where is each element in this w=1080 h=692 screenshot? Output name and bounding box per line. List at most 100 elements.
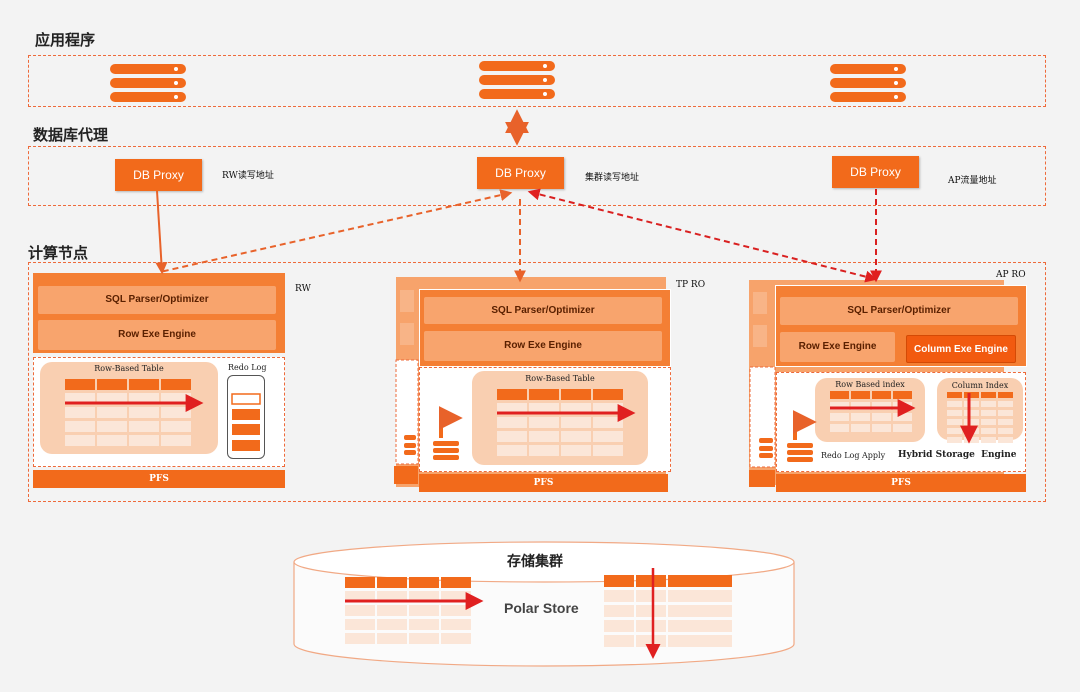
ap-row-index-cell	[830, 413, 849, 421]
rw-table-cell	[129, 379, 159, 390]
ap-row-index-cell	[830, 402, 849, 410]
ap-column-index-cell	[964, 419, 979, 425]
tp-table-cell	[529, 403, 559, 414]
db-proxy-label: DB Proxy	[850, 165, 901, 179]
store-column-table-cell	[636, 590, 666, 602]
store-row-table-cell	[377, 619, 407, 630]
tp-table-cell	[561, 389, 591, 400]
rw-table-cell	[129, 393, 159, 404]
ap-column-index-cell	[981, 419, 996, 425]
rw-parser: SQL Parser/Optimizer	[38, 286, 276, 314]
rw-engine: Row Exe Engine	[38, 320, 276, 350]
ap-row-index-cell	[893, 391, 912, 399]
store-row-table-cell	[441, 605, 471, 616]
db-proxy-label: DB Proxy	[495, 166, 546, 180]
node-depth-pfs	[749, 470, 775, 487]
rw-table-cell	[129, 435, 159, 446]
proxy-note-rw: RW读写地址	[222, 171, 274, 181]
redo-apply-arrow	[438, 406, 463, 438]
store-column-table-cell	[636, 635, 666, 647]
tp-table-cell	[497, 417, 527, 428]
tp-engine: Row Exe Engine	[424, 331, 662, 361]
redo-entry	[232, 440, 260, 451]
node-tag-rw: RW	[295, 284, 311, 294]
tp-table-cell	[561, 431, 591, 442]
cluster-proxy-arrow	[527, 188, 878, 283]
db-proxy-ap: DB Proxy	[832, 156, 919, 188]
rw-table-cell	[97, 421, 127, 432]
db-proxy-cluster: DB Proxy	[477, 157, 564, 189]
compute-section-title: 计算节点	[28, 244, 89, 262]
store-row-table-cell	[377, 605, 407, 616]
rw-pfs: PFS	[33, 470, 285, 488]
node-depth-stack	[404, 435, 416, 440]
proxy-section-title: 数据库代理	[33, 126, 109, 144]
tp-table-cell	[561, 403, 591, 414]
ap-column-index-cell	[947, 419, 962, 425]
tp-table-cell	[497, 445, 527, 456]
store-row-table-cell	[345, 577, 375, 588]
node-depth-panel	[749, 366, 776, 468]
ap-column-index-cell	[998, 437, 1013, 443]
ap-pfs: PFS	[776, 474, 1026, 492]
ap-column-index-cell	[981, 410, 996, 416]
store-row-table-cell	[345, 605, 375, 616]
node-depth-stack	[759, 446, 773, 451]
store-row-table-cell	[345, 591, 375, 602]
store-column-table-cell	[604, 635, 634, 647]
rw-table-cell	[129, 421, 159, 432]
node-depth-stack	[759, 438, 773, 443]
tp-table-cell	[529, 389, 559, 400]
node-depth-sliver	[753, 292, 767, 314]
store-column-table-cell	[604, 590, 634, 602]
ap-column-index-cell	[964, 428, 979, 434]
server-icon	[110, 64, 186, 102]
ap-parser: SQL Parser/Optimizer	[780, 297, 1018, 325]
ap-row-index-cell	[872, 402, 891, 410]
tp-table-cell	[529, 431, 559, 442]
store-row-table-cell	[345, 619, 375, 630]
store-row-table-cell	[441, 577, 471, 588]
tp-table-title: Row-Based Table	[525, 374, 595, 383]
ap-row-index-cell	[893, 424, 912, 432]
store-row-table-cell	[345, 633, 375, 644]
store-column-table-cell	[604, 605, 634, 617]
store-row-table-cell	[441, 591, 471, 602]
ap-column-index-cell	[981, 401, 996, 407]
ap-column-index-title: Column Index	[951, 381, 1009, 390]
redo-entry	[232, 424, 260, 435]
tp-pfs: PFS	[419, 474, 668, 492]
redo-entry	[231, 393, 261, 405]
redo-apply-stack	[787, 450, 813, 455]
ap-row-index-cell	[872, 424, 891, 432]
redo-apply-stack	[433, 455, 459, 460]
rw-table-cell	[97, 407, 127, 418]
ap-column-index-cell	[947, 437, 962, 443]
rw-table-title: Row-Based Table	[94, 364, 164, 373]
store-column-table-cell	[604, 620, 634, 632]
ap-column-index-cell	[998, 401, 1013, 407]
store-row-table-cell	[409, 591, 439, 602]
node-depth-sliver	[400, 323, 414, 345]
rw-table-cell	[65, 379, 95, 390]
ap-column-index-cell	[964, 437, 979, 443]
rw-table-cell	[161, 435, 191, 446]
ap-row-index-cell	[830, 391, 849, 399]
rw-table-cell	[97, 435, 127, 446]
tp-table-cell	[593, 431, 623, 442]
tp-parser: SQL Parser/Optimizer	[424, 297, 662, 324]
ap-row-index-title: Row Based index	[835, 380, 905, 389]
rw-table-cell	[97, 379, 127, 390]
store-row-table-cell	[377, 577, 407, 588]
ap-column-engine: Column Exe Engine	[906, 335, 1016, 363]
store-column-table-cell	[670, 620, 732, 632]
ap-hybrid-label: Hybrid Storage Engine	[898, 450, 1017, 460]
tp-table-cell	[497, 389, 527, 400]
proxy-note-cluster: 集群读写地址	[585, 173, 640, 183]
rw-table-cell	[65, 393, 95, 404]
app-section-title: 应用程序	[35, 31, 96, 49]
store-column-table-cell	[636, 575, 666, 587]
store-row-table-cell	[441, 619, 471, 630]
ap-column-index-cell	[998, 419, 1013, 425]
app-tier-box	[28, 55, 1046, 107]
